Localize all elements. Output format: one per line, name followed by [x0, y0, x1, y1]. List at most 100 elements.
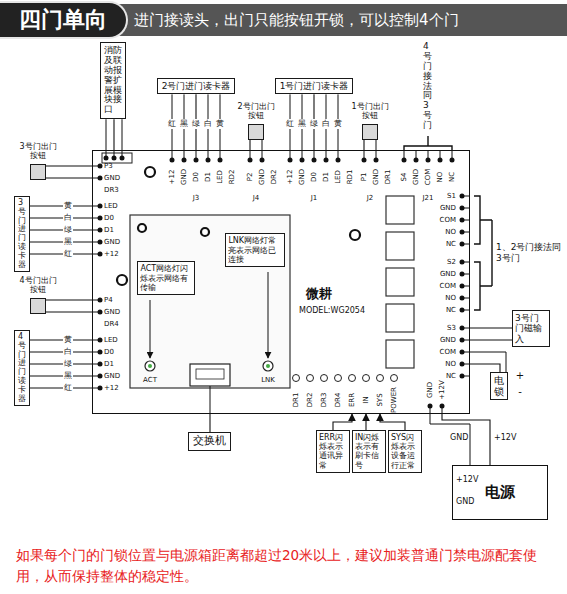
- pin-stub: [452, 150, 453, 158]
- pin: [98, 310, 103, 315]
- node-label: 3号门门磁输入: [515, 313, 547, 344]
- pin: [460, 194, 465, 199]
- pin-label: +12: [104, 251, 119, 258]
- pin: [98, 350, 103, 355]
- pin: [194, 158, 199, 163]
- pin-label: GND: [104, 239, 120, 246]
- pin: [98, 164, 103, 169]
- pin: [112, 156, 117, 161]
- pin-label: +12: [287, 170, 294, 185]
- label-box: SYS闪烁表示设备运行正常: [388, 430, 422, 473]
- connector-name: J2: [367, 195, 374, 202]
- node-label: 2号门进门读卡器: [162, 81, 231, 91]
- pin: [288, 158, 293, 163]
- pin: [460, 338, 465, 343]
- led-label: SYS: [377, 393, 384, 406]
- connector: [365, 414, 366, 430]
- status-led: [349, 375, 356, 382]
- lnk-led: [263, 361, 273, 371]
- pin-label: GND: [181, 169, 188, 185]
- node-label: ERR闪烁表示通讯异常: [319, 433, 347, 470]
- bracket: [474, 196, 492, 310]
- wire: [430, 414, 470, 465]
- terminal-pins: [92, 150, 470, 414]
- note: 4号门接法同3号门: [423, 42, 432, 131]
- node-label: 交换机: [193, 435, 226, 448]
- pin-label: GND: [440, 205, 456, 212]
- pin: [98, 240, 103, 245]
- pin-stub: [338, 150, 339, 158]
- wire-color: 黄: [215, 119, 225, 129]
- connector: [249, 140, 250, 150]
- relay: [386, 232, 414, 260]
- wire-color: 绿: [63, 359, 73, 369]
- mount-hole: [350, 230, 360, 240]
- pin-label: D1: [104, 361, 114, 368]
- pin-label: D0: [104, 349, 114, 356]
- connector: [46, 165, 92, 166]
- pin: [98, 216, 103, 221]
- wire: [30, 242, 92, 243]
- connector-name: J21: [423, 195, 434, 202]
- node-label: ACT网络灯闪烁表示网络有传输: [140, 264, 192, 292]
- pin-stub: [302, 150, 303, 158]
- pin: [440, 404, 445, 409]
- pin-label: NO: [445, 295, 456, 302]
- pin-label: NC: [446, 241, 456, 248]
- connector: [442, 414, 490, 465]
- wire-color: 白: [203, 119, 213, 129]
- connector: [333, 414, 352, 430]
- pin: [182, 158, 187, 163]
- led-label: LNK: [261, 377, 275, 384]
- led-label: IN: [363, 396, 370, 403]
- pin-label: +12: [104, 385, 119, 392]
- wire-color: 黄: [333, 119, 343, 129]
- pin-label: DR2: [271, 170, 278, 185]
- pin-label: RD1: [347, 170, 354, 185]
- pin: [104, 156, 109, 161]
- connector-name: J1: [311, 195, 318, 202]
- controller-board: 微耕MODEL:WG2054ACT网络灯闪烁表示网络有传输LNK网络灯常亮表示网…: [92, 150, 470, 414]
- label-box: 消防及联动报警扩展模块接口: [100, 42, 126, 119]
- pin-label: NC: [446, 307, 456, 314]
- pin: [460, 284, 465, 289]
- pin: [98, 298, 103, 303]
- pin-stub: [208, 150, 209, 158]
- pin: [98, 176, 103, 181]
- pin-label: GND: [373, 169, 380, 185]
- pin-label: LED: [104, 337, 118, 344]
- connector: [209, 414, 210, 432]
- label-box: 4号门进门读卡器: [14, 330, 30, 406]
- wire-color: 绿: [191, 119, 201, 129]
- label-box: ERR闪烁表示通讯异常: [316, 430, 350, 473]
- pin-label: GND: [104, 175, 120, 182]
- pin-label: GND: [259, 169, 266, 185]
- pin-label: DR3: [104, 187, 119, 194]
- wire-color: 黑: [179, 119, 189, 129]
- node-label: 4号门出门按钮: [16, 276, 60, 294]
- mount-hole: [138, 224, 146, 232]
- wire-color: 黑: [63, 237, 73, 247]
- exit-button: 4号门出门按钮: [30, 298, 46, 314]
- led-label: DR1: [293, 393, 300, 408]
- wire: [30, 254, 92, 255]
- title-tab: 四门单向: [0, 1, 128, 39]
- relay: [386, 196, 414, 368]
- rj45-port: [196, 369, 224, 379]
- wire-color: 绿: [63, 225, 73, 235]
- pin: [426, 158, 431, 163]
- leader-line: [150, 300, 151, 358]
- title: 四门单向: [19, 9, 107, 31]
- pin-label: GND: [413, 169, 420, 185]
- pin-label: COM: [425, 169, 432, 185]
- pin: [98, 338, 103, 343]
- status-led: [335, 375, 342, 382]
- connector: [470, 364, 500, 372]
- pin-stub: [220, 150, 221, 158]
- pin: [460, 296, 465, 301]
- led-label: DR2: [307, 393, 314, 408]
- wire: [262, 140, 263, 150]
- terminal-label: GND: [456, 498, 474, 506]
- mount-hole: [201, 228, 209, 236]
- pin: [248, 158, 253, 163]
